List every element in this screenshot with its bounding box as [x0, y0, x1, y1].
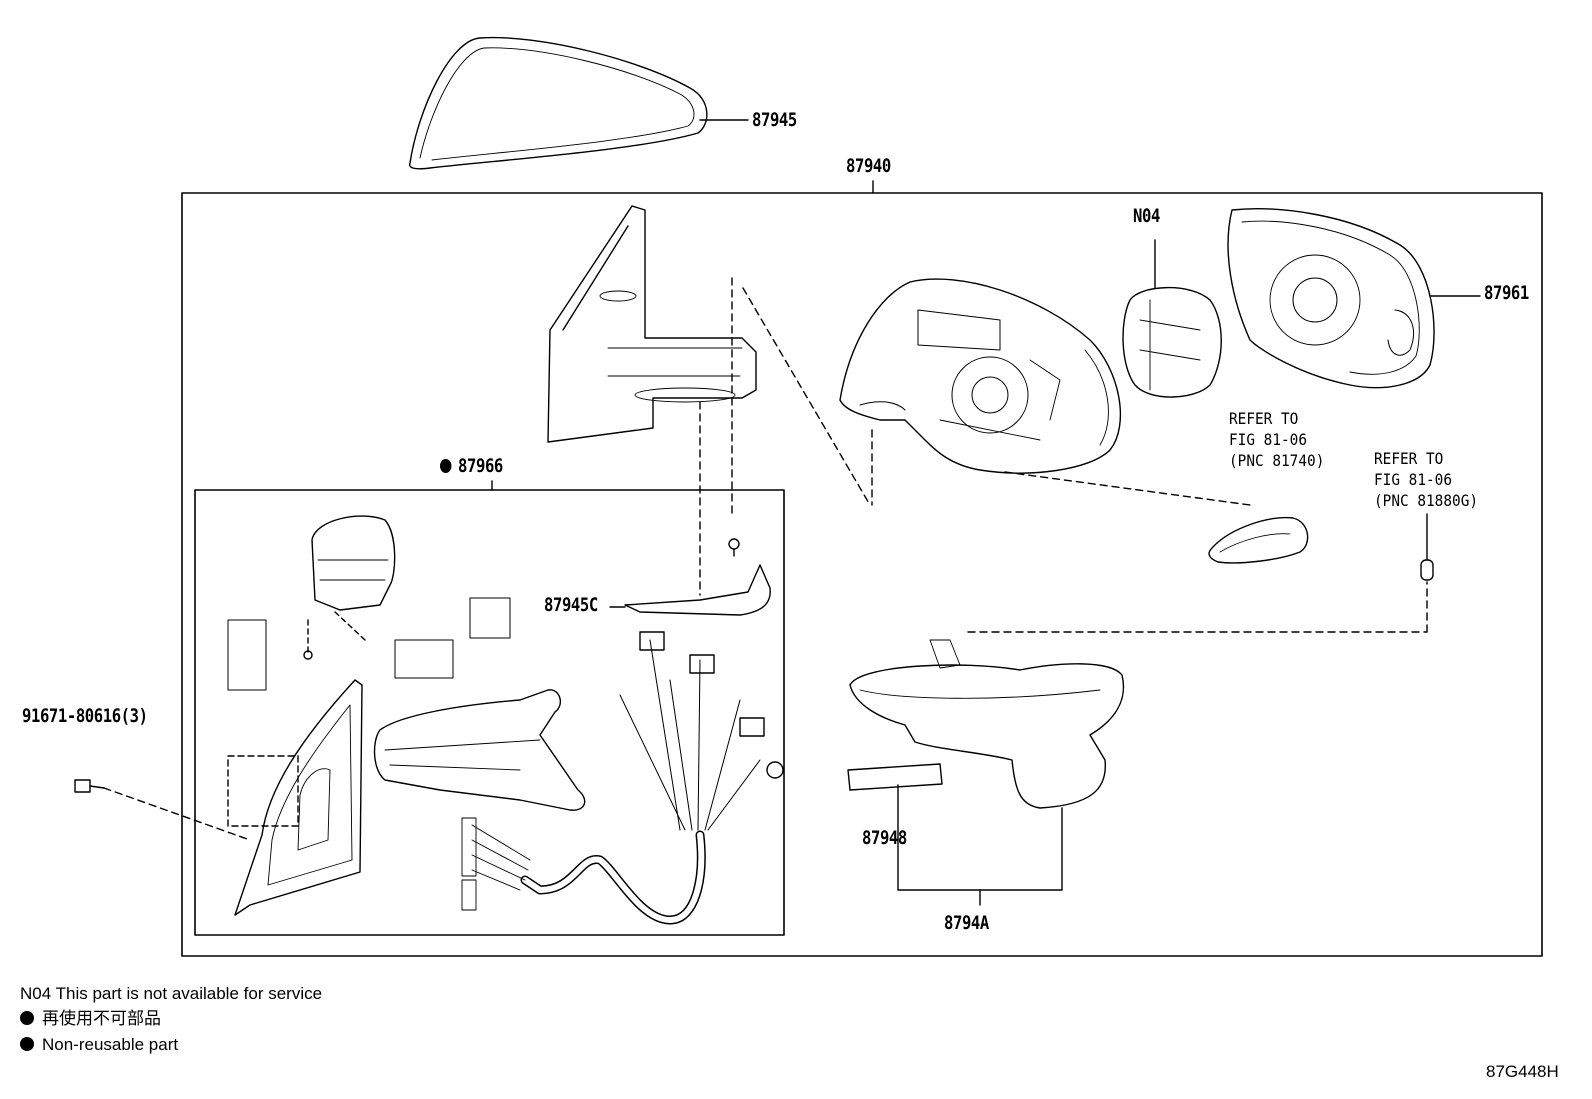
legend-jp-text: 再使用不可部品	[42, 1009, 161, 1028]
strip-87948	[847, 763, 1063, 906]
part-label-87966-text: 87966	[458, 455, 503, 477]
turn-signal-lens	[1208, 516, 1309, 564]
part-label-91671-80616[interactable]: 91671-80616(3)	[22, 705, 148, 727]
part-label-87966[interactable]: 87966	[440, 457, 503, 476]
motor-unit	[303, 515, 396, 660]
non-reusable-dot-icon	[20, 1037, 34, 1051]
lower-cover-8794a	[849, 639, 1125, 809]
bulb	[1420, 513, 1434, 581]
wiring-harness	[461, 631, 784, 925]
inner-bracket	[227, 679, 363, 916]
part-label-87948[interactable]: 87948	[862, 827, 907, 849]
ref1-line2: FIG 81-06	[1229, 430, 1308, 449]
legend-jp-note: 再使用不可部品	[20, 1010, 161, 1027]
part-label-87961[interactable]: 87961	[1484, 282, 1529, 304]
figure-id: 87G448H	[1486, 1062, 1559, 1081]
mirror-base-bracket	[547, 205, 757, 443]
trim-87945c	[609, 538, 771, 616]
non-reusable-dot-icon	[20, 1011, 34, 1025]
legend-en-text: Non-reusable part	[42, 1035, 179, 1054]
refer-to-fig-81740[interactable]: REFER TO FIG 81-06 (PNC 81740)	[1229, 408, 1324, 471]
part-label-n04[interactable]: N04	[1133, 205, 1160, 227]
non-reusable-dot-icon	[440, 459, 452, 473]
part-label-87945[interactable]: 87945	[752, 109, 797, 131]
ref2-line2: FIG 81-06	[1374, 470, 1453, 489]
refer-to-fig-81880g[interactable]: REFER TO FIG 81-06 (PNC 81880G)	[1374, 448, 1478, 511]
ref2-line3: (PNC 81880G)	[1374, 491, 1479, 510]
screw-91671	[74, 779, 105, 793]
subassembly-frame-87966	[194, 489, 785, 936]
adhesive-pads	[227, 597, 511, 691]
assembly-frame	[181, 192, 1543, 957]
mirror-housing	[839, 278, 1122, 474]
fold-arm	[373, 689, 586, 811]
part-label-8794a[interactable]: 8794A	[944, 912, 989, 934]
mirror-glass-87961	[1227, 208, 1481, 389]
part-label-87945c[interactable]: 87945C	[544, 594, 598, 616]
legend-n04-note: N04 This part is not available for servi…	[20, 984, 323, 1003]
guide-lines	[103, 277, 1428, 841]
ref2-line1: REFER TO	[1374, 449, 1444, 468]
ref1-line3: (PNC 81740)	[1229, 451, 1325, 470]
ref1-line1: REFER TO	[1229, 409, 1299, 428]
actuator-n04	[1122, 239, 1222, 398]
legend-en-note: Non-reusable part	[20, 1036, 178, 1053]
part-label-87940[interactable]: 87940	[846, 155, 891, 177]
mirror-cover-87945	[408, 36, 749, 170]
